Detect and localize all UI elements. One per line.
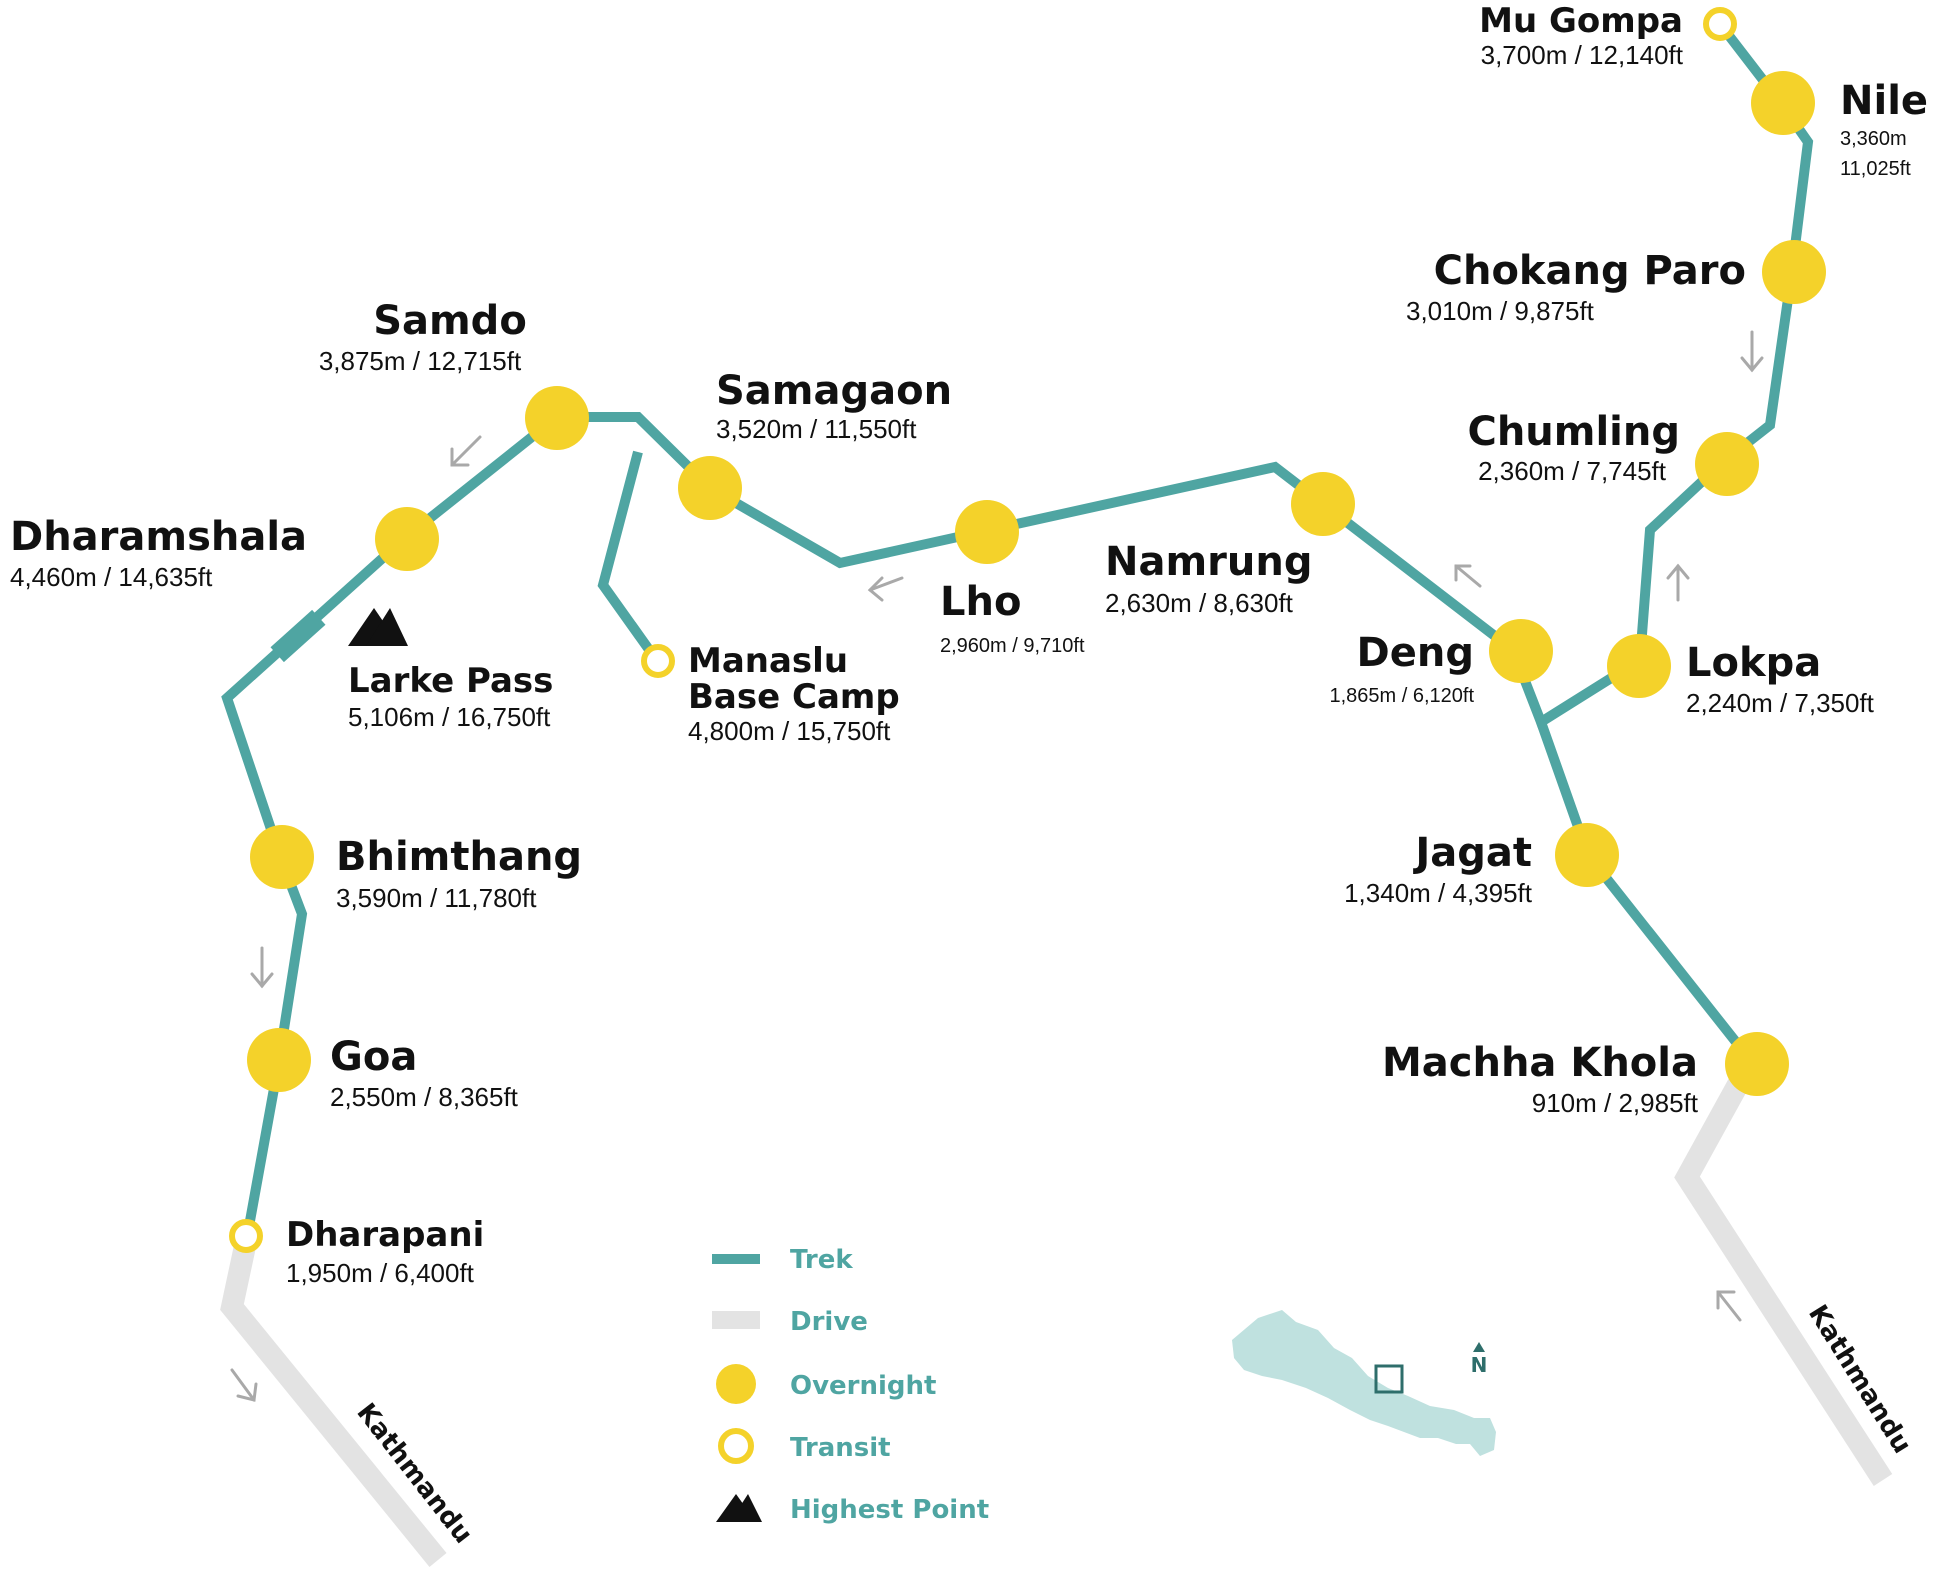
marker-lho [955, 500, 1019, 564]
stop-labels: Mu Gompa 3,700m / 12,140ft Nile 3,360m 1… [10, 1, 1928, 1288]
arrow-icon [1666, 563, 1690, 602]
arrow-icon [230, 1368, 258, 1402]
label-dharamshala: Dharamshala [10, 514, 307, 560]
marker-lokpa [1607, 634, 1671, 698]
label-goa: Goa [330, 1034, 417, 1080]
alt-lho: 2,960m / 9,710ft [940, 635, 1085, 657]
label-jagat: Jagat [1412, 830, 1532, 876]
marker-jagat [1555, 823, 1619, 887]
larke-pass-marker-bar [270, 609, 326, 663]
label-bhimthang: Bhimthang [336, 834, 582, 880]
marker-dharamshala [375, 507, 439, 571]
alt-larke-pass: 5,106m / 16,750ft [348, 702, 551, 732]
arrow-icon [450, 435, 482, 467]
label-chokang-paro: Chokang Paro [1434, 248, 1746, 294]
label-lokpa: Lokpa [1686, 640, 1821, 686]
trek-main-route [221, 20, 1814, 1233]
mountain-icon [348, 608, 408, 646]
label-samagaon: Samagaon [716, 368, 952, 414]
marker-goa [247, 1028, 311, 1092]
alt-chumling: 2,360m / 7,745ft [1478, 456, 1667, 486]
marker-nile [1751, 71, 1815, 135]
inset-region-box [1374, 1364, 1404, 1394]
direction-arrows [230, 330, 1764, 1402]
legend-transit-swatch [718, 1428, 754, 1464]
legend: Trek Drive Overnight Transit Highest Poi… [712, 1245, 989, 1525]
alt-mu-gompa: 3,700m / 12,140ft [1481, 40, 1684, 70]
label-larke-pass: Larke Pass [348, 661, 553, 701]
label-chumling: Chumling [1467, 409, 1680, 455]
marker-mu-gompa [1703, 7, 1737, 41]
alt-lokpa: 2,240m / 7,350ft [1686, 688, 1875, 718]
marker-namrung [1291, 472, 1355, 536]
legend-mountain-icon [716, 1494, 762, 1522]
arrow-icon [250, 946, 274, 989]
label-deng: Deng [1357, 630, 1474, 676]
legend-highest-label: Highest Point [790, 1495, 989, 1525]
north-label: N [1471, 1353, 1488, 1377]
drive-roads [220, 1055, 1893, 1567]
legend-transit-label: Transit [790, 1433, 891, 1463]
trek-basecamp-spur [597, 450, 660, 661]
label-machha-khola: Machha Khola [1382, 1040, 1698, 1086]
alt-chokang-paro: 3,010m / 9,875ft [1406, 296, 1595, 326]
label-nile: Nile [1840, 78, 1928, 124]
label-mu-gompa: Mu Gompa [1479, 1, 1683, 41]
marker-samagaon [678, 456, 742, 520]
arrow-icon [867, 576, 904, 602]
alt-dharamshala: 4,460m / 14,635ft [10, 562, 213, 592]
transit-markers [229, 7, 1737, 1253]
north-arrow-icon [1473, 1342, 1485, 1352]
alt-goa: 2,550m / 8,365ft [330, 1082, 519, 1112]
alt-namrung: 2,630m / 8,630ft [1105, 588, 1294, 618]
marker-chumling [1695, 432, 1759, 496]
marker-deng [1489, 619, 1553, 683]
overnight-markers [247, 71, 1826, 1096]
alt-jagat: 1,340m / 4,395ft [1344, 878, 1533, 908]
drive-road-left [220, 1229, 447, 1567]
label-manaslu-line2: Base Camp [688, 677, 900, 717]
legend-drive-label: Drive [790, 1307, 868, 1337]
arrow-icon [1740, 330, 1764, 373]
nepal-inset-map: N [1232, 1310, 1496, 1456]
alt-nile-ft: 11,025ft [1840, 158, 1911, 180]
alt-manaslu-base-camp: 4,800m / 15,750ft [688, 716, 891, 746]
marker-manaslu-base-camp [641, 644, 675, 678]
label-manaslu-line1: Manaslu [688, 641, 848, 681]
drive-road-right [1674, 1055, 1893, 1486]
arrow-icon [1454, 564, 1482, 588]
alt-machha-khola: 910m / 2,985ft [1532, 1088, 1699, 1118]
label-lho: Lho [940, 579, 1021, 625]
alt-nile-m: 3,360m [1840, 128, 1907, 150]
label-namrung: Namrung [1105, 539, 1312, 585]
alt-samdo: 3,875m / 12,715ft [319, 346, 522, 376]
label-dharapani: Dharapani [286, 1215, 484, 1255]
nepal-outline [1232, 1310, 1496, 1456]
alt-dharapani: 1,950m / 6,400ft [286, 1258, 475, 1288]
marker-samdo [525, 386, 589, 450]
legend-overnight-label: Overnight [790, 1371, 936, 1401]
arrow-icon [1716, 1290, 1742, 1322]
marker-dharapani [229, 1219, 263, 1253]
marker-chokang-paro [1762, 240, 1826, 304]
alt-bhimthang: 3,590m / 11,780ft [336, 883, 537, 913]
trek-deng-lokpa-link [1536, 720, 1755, 1065]
marker-machha-khola [1725, 1032, 1789, 1096]
legend-overnight-swatch [716, 1364, 756, 1404]
label-samdo: Samdo [373, 298, 527, 344]
marker-bhimthang [250, 825, 314, 889]
alt-deng: 1,865m / 6,120ft [1329, 685, 1474, 707]
legend-trek-label: Trek [790, 1245, 853, 1275]
alt-samagaon: 3,520m / 11,550ft [716, 414, 917, 444]
